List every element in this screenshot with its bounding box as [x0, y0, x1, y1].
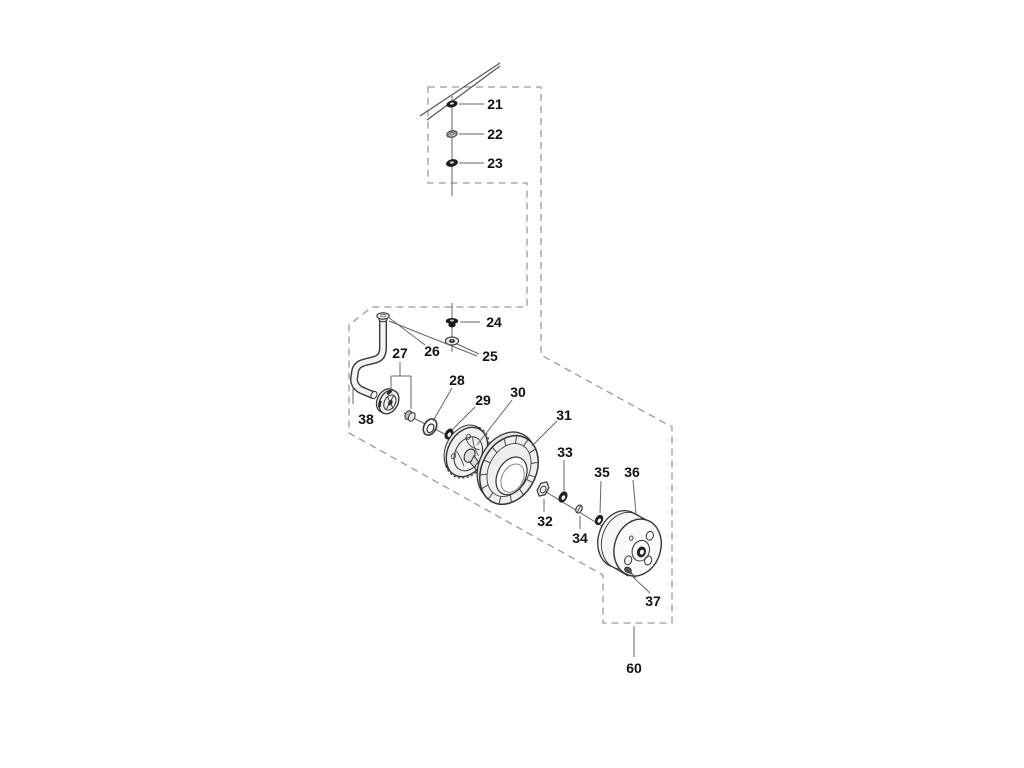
part-26-flange-washer — [376, 312, 390, 323]
part-label-35: 35 — [594, 464, 610, 480]
part-label-31: 31 — [556, 407, 572, 423]
part-label-22: 22 — [487, 126, 503, 142]
part-25-washer — [444, 336, 460, 346]
part-36-drum — [597, 510, 662, 577]
part-label-29: 29 — [475, 392, 491, 408]
part-label-24: 24 — [486, 314, 502, 330]
part-label-28: 28 — [449, 372, 465, 388]
part-27-pulley — [375, 388, 400, 415]
part-label-34: 34 — [572, 530, 588, 546]
part-35-oring — [594, 514, 604, 526]
part-label-37: 37 — [645, 593, 661, 609]
part-label-33: 33 — [557, 444, 573, 460]
part-31-wheel — [476, 431, 539, 505]
part-22-locknut — [446, 130, 458, 138]
part-label-32: 32 — [537, 513, 553, 529]
part-34-bushing — [575, 504, 583, 514]
part-33-oring — [558, 491, 568, 503]
part-label-30: 30 — [510, 384, 526, 400]
part-24-bushing — [445, 318, 459, 328]
leader-lines — [352, 103, 651, 657]
part-label-25: 25 — [482, 348, 498, 364]
part-label-26: 26 — [424, 343, 440, 359]
part-28-washer — [422, 418, 438, 436]
part-label-36: 36 — [624, 464, 640, 480]
part-label-38: 38 — [358, 411, 374, 427]
dashed-callout-outline — [348, 86, 673, 624]
part-21-oring — [446, 100, 458, 108]
part-23-oring — [446, 159, 458, 167]
part-32-hex-nut — [536, 481, 550, 497]
part-label-27: 27 — [392, 345, 408, 361]
part-27-bushing — [404, 410, 416, 422]
part-label-21: 21 — [487, 96, 503, 112]
handle-tube-fragment — [419, 62, 501, 121]
part-label-60: 60 — [626, 660, 642, 676]
part-label-23: 23 — [487, 155, 503, 171]
part-37-screw — [624, 566, 636, 579]
part-38-crank-axle — [349, 314, 387, 400]
